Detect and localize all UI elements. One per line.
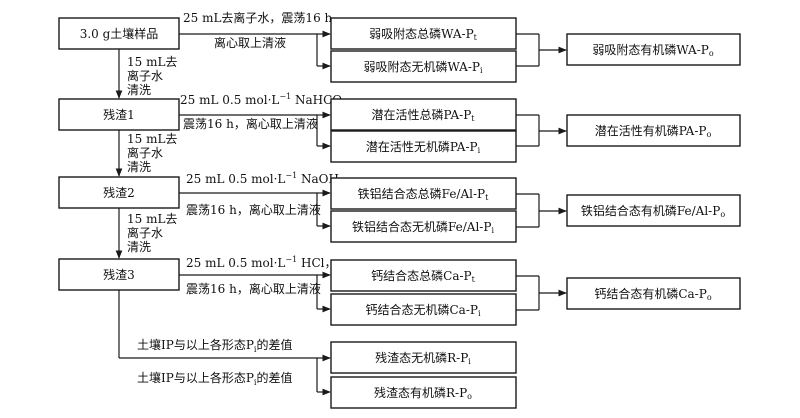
- fraction-2-inorg-box: [330, 130, 517, 163]
- svg-text:25 mL 0.5 mol·L−1 HCl，: 25 mL 0.5 mol·L−1 HCl，: [186, 255, 336, 270]
- residue-3-label: 残渣3: [103, 268, 135, 282]
- fraction-1-org-box: [566, 33, 741, 66]
- svg-text:15 mL去: 15 mL去: [127, 132, 177, 146]
- fraction-1-total-box: [330, 17, 517, 50]
- svg-text:清洗: 清洗: [127, 240, 151, 254]
- fraction-4-total-label: 钙结合态总磷Ca-Pt: [371, 268, 475, 284]
- fraction-2-org-label: 潜在活性有机磷PA-Po: [595, 123, 712, 139]
- fraction-2-total-label: 潜在活性总磷PA-Pt: [372, 107, 476, 123]
- residual-diff-label-b: 土壤IP与以上各形态Pi的差值: [137, 370, 292, 387]
- svg-text:离心取上清液: 离心取上清液: [214, 35, 286, 50]
- svg-text:25 mL去离子水，震荡16 h，: 25 mL去离子水，震荡16 h，: [183, 10, 344, 25]
- fraction-3-total-label: 铁铝结合态总磷Fe/Al-Pt: [358, 186, 489, 202]
- fraction-4-inorg-box: [330, 293, 517, 326]
- fraction-4-inorg-label: 钙结合态无机磷Ca-Pi: [365, 302, 480, 318]
- wash-label-1: 15 mL去 离子水 清洗: [127, 55, 177, 97]
- fraction-2-total-box: [330, 98, 517, 131]
- svg-text:25 mL 0.5 mol·L−1 NaOH，: 25 mL 0.5 mol·L−1 NaOH，: [186, 171, 351, 186]
- residual-inorg-label: 残渣态无机磷R-Pi: [375, 350, 471, 366]
- svg-text:离子水: 离子水: [127, 68, 163, 83]
- residue-1-box: [58, 98, 180, 131]
- fraction-1-inorg-label: 弱吸附态无机磷WA-Pi: [363, 59, 483, 75]
- svg-text:震荡16 h，离心取上清液: 震荡16 h，离心取上清液: [186, 202, 321, 217]
- residual-diff-label-a: 土壤IP与以上各形态Pi的差值: [137, 337, 292, 354]
- svg-text:离子水: 离子水: [127, 145, 163, 160]
- residual-org-label: 残渣态有机磷R-Po: [374, 385, 472, 401]
- fraction-3-org-box: [566, 194, 741, 227]
- wash-label-2: 15 mL去 离子水 清洗: [127, 132, 177, 174]
- wash-label-3: 15 mL去 离子水 清洗: [127, 212, 177, 254]
- fraction-2-org-box: [566, 114, 741, 147]
- residue-2-label: 残渣2: [103, 186, 135, 200]
- svg-text:清洗: 清洗: [127, 160, 151, 174]
- svg-text:15 mL去: 15 mL去: [127, 212, 177, 226]
- fraction-4-org-box: [566, 277, 741, 310]
- svg-text:15 mL去: 15 mL去: [127, 55, 177, 69]
- fraction-3-total-box: [330, 177, 517, 210]
- fraction-3-org-label: 铁铝结合态有机磷Fe/Al-Po: [581, 203, 725, 219]
- extract-4-label: 25 mL 0.5 mol·L−1 HCl， 震荡16 h，离心取上清液: [186, 255, 336, 296]
- svg-text:离子水: 离子水: [127, 225, 163, 240]
- fraction-1-org-label: 弱吸附态有机磷WA-Po: [592, 42, 714, 58]
- svg-text:震荡16 h，离心取上清液: 震荡16 h，离心取上清液: [186, 281, 321, 296]
- fraction-4-org-label: 钙结合态有机磷Ca-Po: [594, 286, 711, 302]
- residual-org-box: [330, 376, 517, 409]
- fraction-1-total-label: 弱吸附态总磷WA-Pt: [369, 26, 478, 42]
- extract-1-label: 25 mL去离子水，震荡16 h， 离心取上清液: [183, 10, 344, 50]
- fraction-3-inorg-label: 铁铝结合态无机磷Fe/Al-Pi: [352, 219, 494, 235]
- svg-text:震荡16 h，离心取上清液: 震荡16 h，离心取上清液: [183, 116, 318, 131]
- sample-label: 3.0 g土壤样品: [80, 26, 159, 41]
- fraction-2-inorg-label: 潜在活性无机磷PA-Pi: [366, 139, 481, 155]
- svg-text:清洗: 清洗: [127, 83, 151, 97]
- sample-box: [58, 17, 180, 50]
- fraction-1-inorg-box: [330, 50, 517, 83]
- extract-3-label: 25 mL 0.5 mol·L−1 NaOH， 震荡16 h，离心取上清液: [186, 171, 351, 217]
- residue-1-label: 残渣1: [103, 108, 135, 122]
- residual-inorg-box: [330, 341, 517, 374]
